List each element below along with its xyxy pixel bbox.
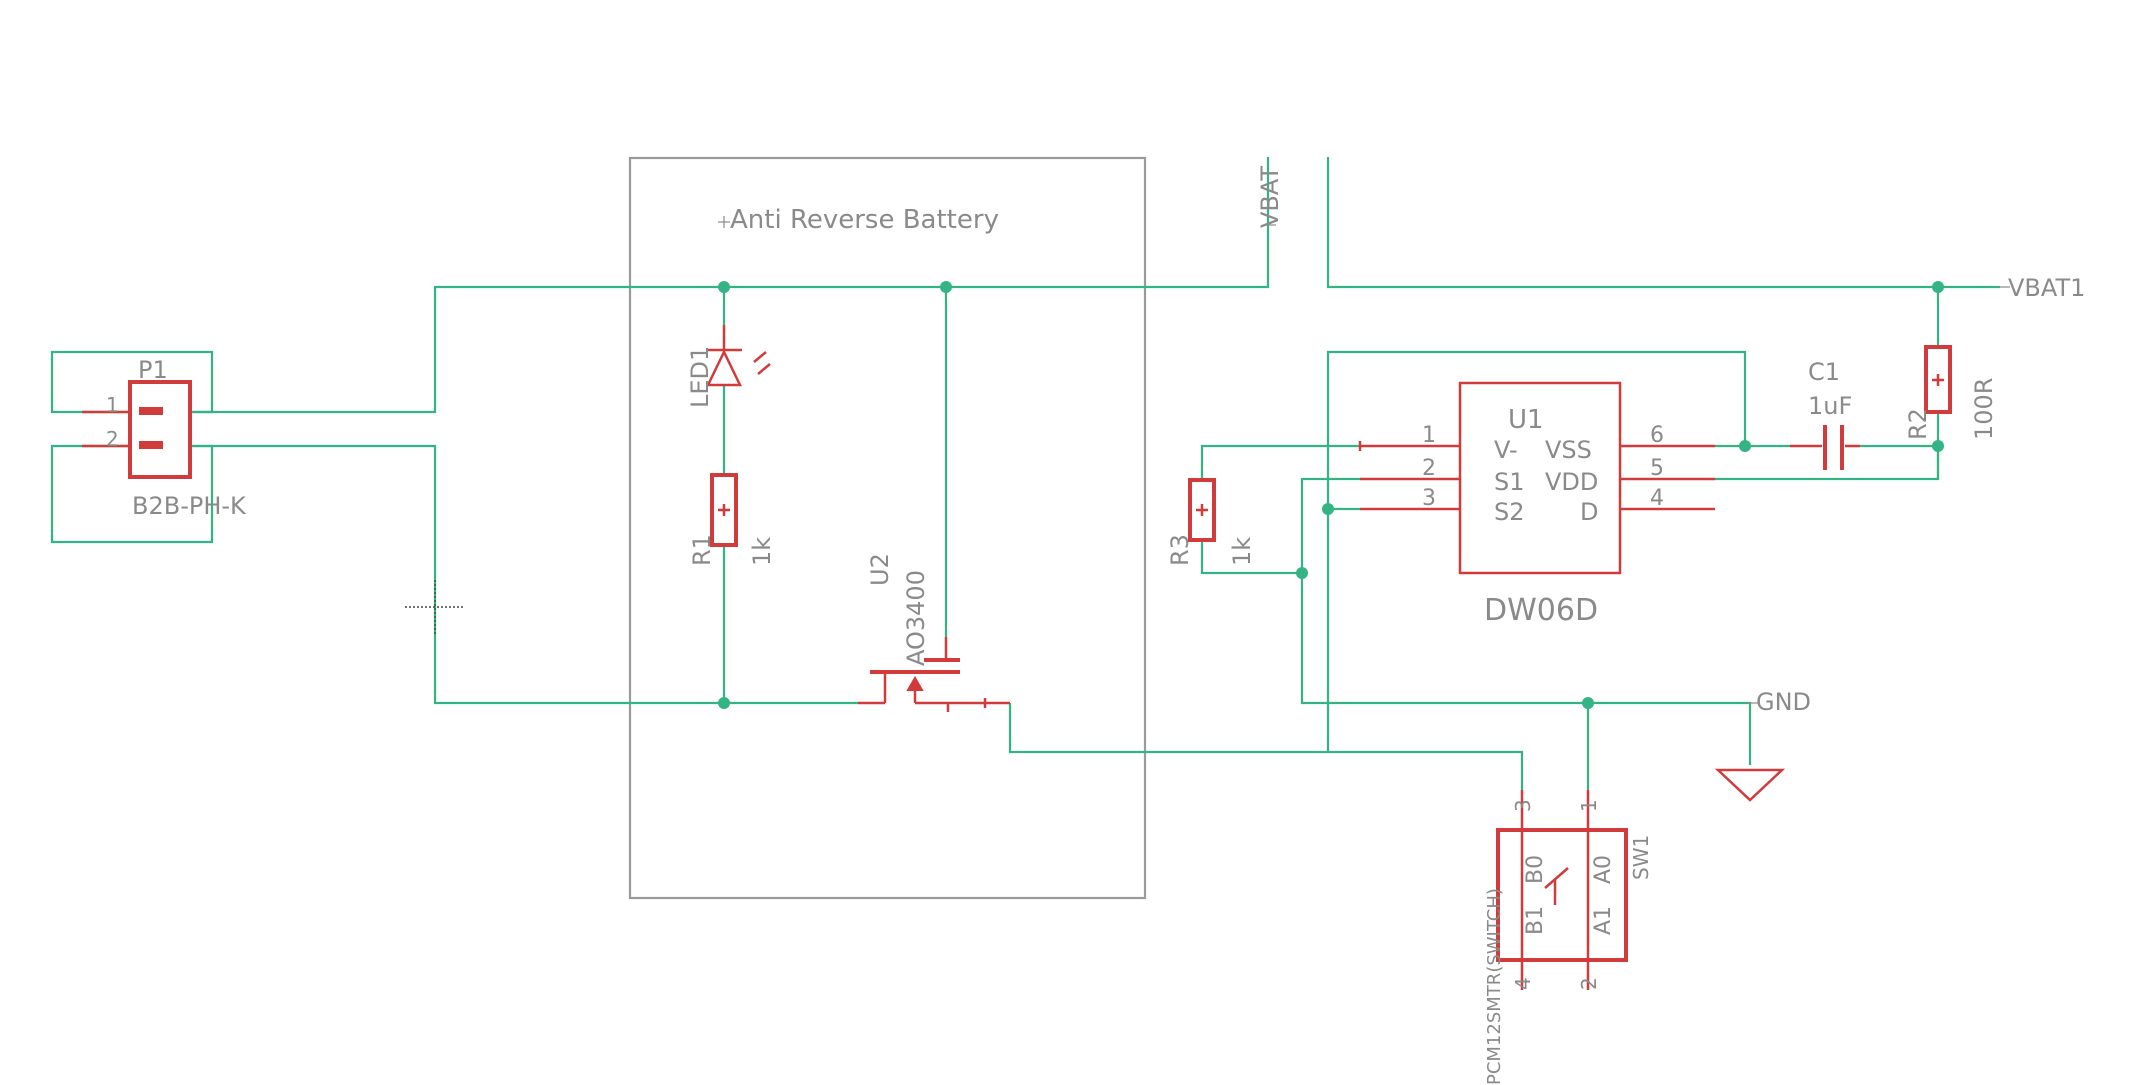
sw1-pin-label: A1 (1591, 906, 1616, 935)
resistor-r3[interactable]: R3 1k (1166, 478, 1256, 566)
connector-pin-icon (139, 441, 163, 449)
ic-u1[interactable]: 1 2 3 V- S1 S2 6 5 4 VSS VDD D U1 DW06D (1358, 381, 1715, 628)
u1-pin-number: 6 (1650, 423, 1664, 448)
connector-body (128, 380, 192, 479)
c1-value: 1uF (1808, 392, 1852, 420)
wire-pin1-to-rail (190, 157, 1270, 414)
u2-value: AO3400 (902, 570, 930, 666)
sw1-pin-label: B0 (1523, 855, 1548, 884)
wire-s1 (1300, 477, 1588, 705)
c1-name: C1 (1808, 358, 1840, 386)
switch-lever-icon (1544, 867, 1569, 889)
u1-pin-number: 1 (1422, 423, 1436, 448)
r2-value: 100R (1970, 378, 1998, 440)
junction (1932, 281, 1944, 293)
sw1-name: SW1 (1629, 835, 1653, 880)
sw1-pin-number: 3 (1511, 799, 1535, 812)
resistor-body (1924, 345, 1952, 414)
wire-vss-loop (1326, 350, 1747, 752)
connector-pin1-number: 1 (106, 393, 119, 417)
led-name: LED1 (686, 346, 714, 408)
switch-sw1[interactable]: 3 1 4 2 B0 A0 B1 A1 SW1 PCM12SMTR(SWITCH… (1484, 790, 1653, 1085)
sw1-pin-number: 1 (1577, 799, 1601, 812)
wire-vbat1-rail (1326, 157, 2000, 289)
resistor-r1[interactable]: R1 1k (688, 473, 776, 566)
u1-pin-label: VDD (1545, 468, 1598, 496)
sw1-pin-label: A0 (1591, 855, 1616, 884)
junction (1322, 503, 1334, 515)
r3-value: 1k (1228, 537, 1256, 566)
ground-icon (1714, 768, 1786, 802)
sw1-pin-label: B1 (1523, 906, 1548, 935)
wire-mosfet-source (1008, 703, 1524, 790)
resistor-body (1188, 478, 1216, 542)
net-label-gnd: GND (1756, 688, 1811, 716)
led-d1[interactable]: LED1 (686, 325, 771, 408)
wire-vdd-r2 (1715, 446, 1940, 481)
r1-name: R1 (688, 534, 716, 566)
u1-pin-label: VSS (1545, 436, 1592, 464)
junction (940, 281, 952, 293)
junction (718, 281, 730, 293)
net-label-vbat1: VBAT1 (2008, 274, 2085, 302)
resistor-body (710, 473, 738, 547)
junction (718, 697, 730, 709)
junctions (718, 281, 1944, 709)
switch-body (1496, 828, 1628, 962)
connector-value: B2B-PH-K (132, 492, 247, 520)
u1-pin-label: V- (1494, 436, 1518, 464)
wire-gnd (1588, 701, 1752, 765)
u1-pin-label: D (1580, 498, 1598, 526)
capacitor-c1[interactable]: C1 1uF (1790, 358, 1860, 470)
anti-reverse-frame (628, 156, 1147, 900)
r1-value: 1k (748, 537, 776, 566)
u1-pin-number: 3 (1422, 486, 1436, 511)
mosfet-u2[interactable]: U2 AO3400 (858, 553, 1010, 712)
mosfet-arrow-icon (906, 676, 924, 691)
u1-name: U1 (1508, 405, 1544, 435)
net-label-vbat: VBAT (1256, 166, 1284, 228)
wire-r3-bottom (1200, 540, 1302, 575)
u1-pin-label: S2 (1494, 498, 1525, 526)
wire-r3-vminus (1200, 444, 1360, 480)
sw1-value: PCM12SMTR(SWITCH) (1484, 888, 1505, 1085)
resistor-r2[interactable]: R2 100R (1904, 345, 1998, 440)
connector-p1[interactable]: 1 2 P1 B2B-PH-K (82, 356, 247, 520)
u1-pin-number: 2 (1422, 456, 1436, 481)
connector-pin-icon (139, 407, 163, 415)
sw1-pin-number: 2 (1577, 977, 1601, 990)
u1-pin-number: 4 (1650, 486, 1664, 511)
r2-name: R2 (1904, 408, 1932, 440)
connector-name: P1 (138, 356, 168, 384)
junction (1582, 697, 1594, 709)
u1-pin-label: S1 (1494, 468, 1525, 496)
r3-name: R3 (1166, 534, 1194, 566)
junction (1739, 440, 1751, 452)
u1-pin-number: 5 (1650, 456, 1664, 481)
sw1-pin-number: 4 (1511, 977, 1535, 990)
junction (1932, 440, 1944, 452)
u1-value: DW06D (1484, 593, 1598, 628)
frame-title: Anti Reverse Battery (730, 205, 999, 235)
cursor-crosshair-icon (405, 580, 465, 635)
wire-pin2-to-rail (190, 444, 858, 705)
diode-icon (706, 349, 742, 387)
junction (1296, 567, 1308, 579)
wires (50, 157, 2000, 790)
u2-name: U2 (866, 553, 894, 586)
connector-pin2-number: 2 (106, 427, 119, 451)
